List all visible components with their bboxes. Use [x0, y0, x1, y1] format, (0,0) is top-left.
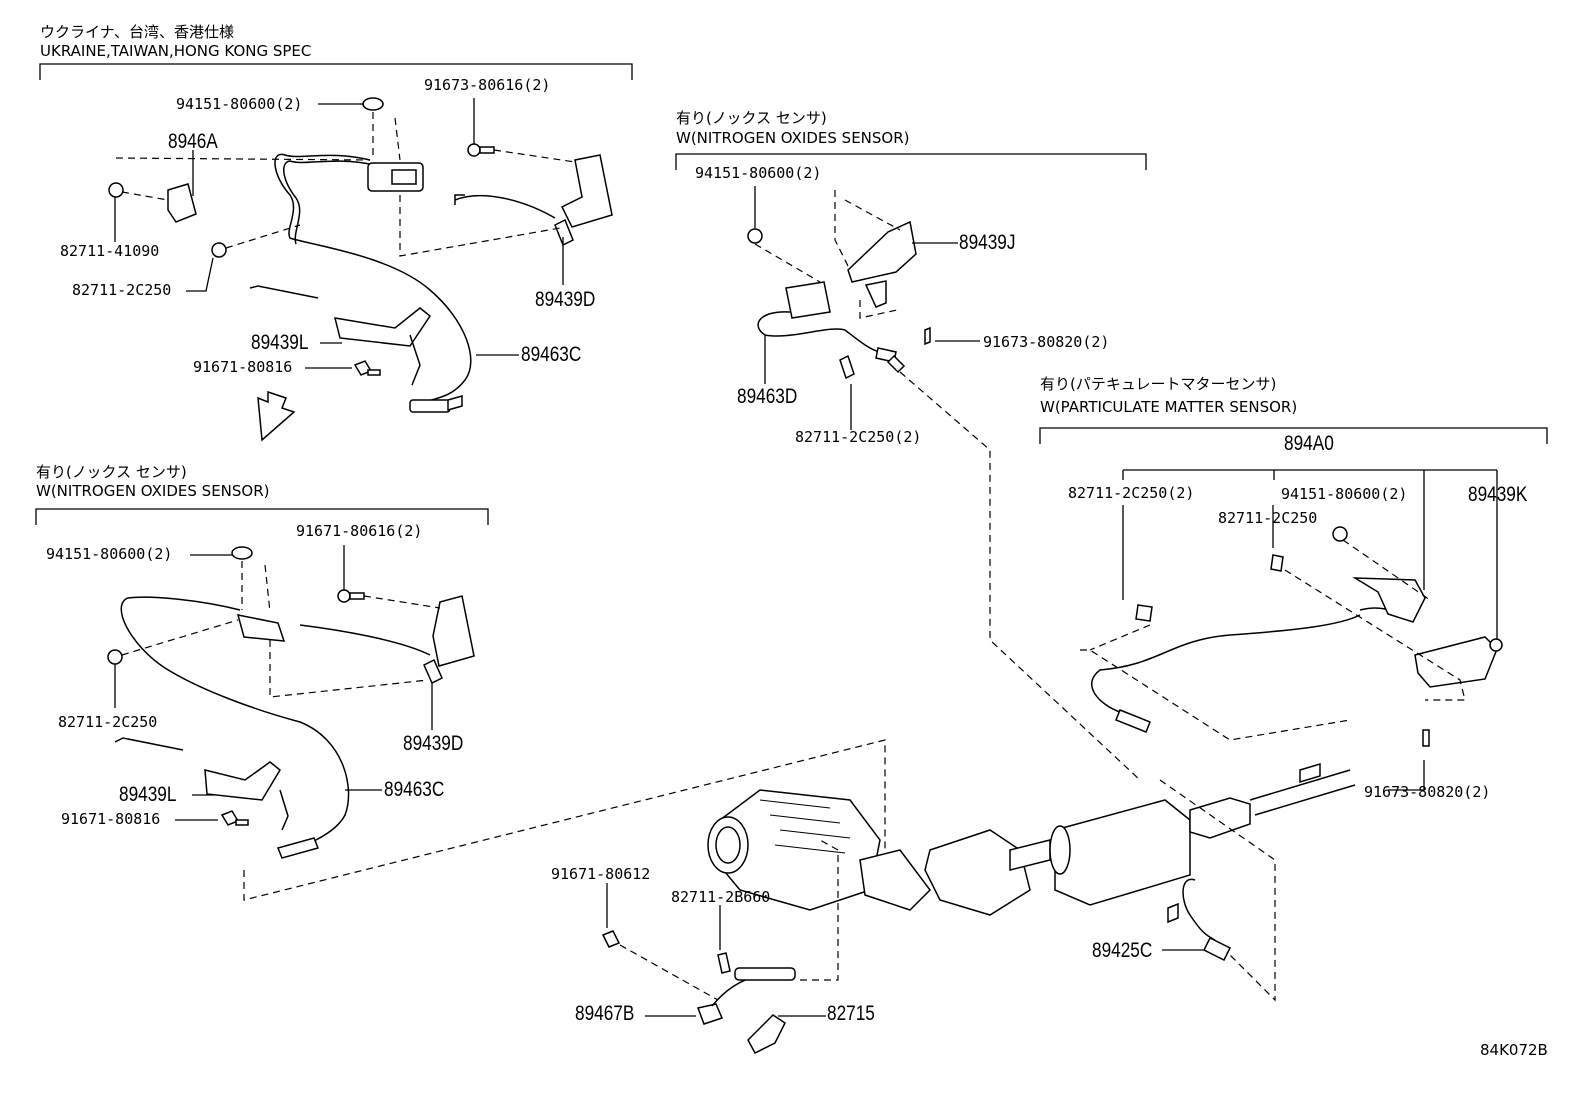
part-label[interactable]: 82711-2C250(2) — [1068, 484, 1195, 502]
part-label[interactable]: 89439L — [119, 783, 177, 806]
part-label[interactable]: 89467B — [575, 1002, 635, 1025]
part-label[interactable]: 94151-80600(2) — [695, 164, 822, 182]
section-brackets — [35, 63, 1548, 525]
group-top-middle — [747, 186, 1141, 781]
exhaust-assembly — [601, 762, 1356, 1054]
part-label[interactable]: 89425C — [1092, 939, 1153, 962]
nox-mid-section-title-jp: 有り(ノックス センサ) — [676, 109, 827, 127]
part-label[interactable]: 94151-80600(2) — [1281, 485, 1408, 503]
ukraine-section-title-jp: ウクライナ、台湾、香港仕様 — [40, 23, 234, 41]
part-label[interactable]: 82711-2C250 — [1218, 509, 1318, 527]
part-label[interactable]: 91673-80820(2) — [983, 333, 1110, 351]
pm-section-title-en: W(PARTICULATE MATTER SENSOR) — [1040, 398, 1298, 416]
nox-left-section-title-jp: 有り(ノックス センサ) — [36, 463, 187, 481]
part-label[interactable]: 94151-80600(2) — [46, 545, 173, 563]
diagram-code: 84K072B — [1480, 1041, 1548, 1059]
ukraine-section-title-en: UKRAINE,TAIWAN,HONG KONG SPEC — [40, 42, 312, 60]
part-label[interactable]: 82711-2B660 — [671, 888, 771, 906]
part-label[interactable]: 82711-41090 — [60, 242, 160, 260]
part-label[interactable]: 89439L — [251, 331, 309, 354]
part-label[interactable]: 91671-80816 — [193, 358, 293, 376]
part-label[interactable]: 91671-80612 — [551, 865, 651, 883]
part-label[interactable]: 89439J — [959, 231, 1016, 254]
part-label[interactable]: 89439D — [535, 288, 596, 311]
nox-mid-section-title-en: W(NITROGEN OXIDES SENSOR) — [676, 129, 910, 147]
part-label[interactable]: 91673-80820(2) — [1364, 783, 1491, 801]
part-label[interactable]: 89463D — [737, 385, 798, 408]
part-label[interactable]: 894A0 — [1284, 432, 1334, 455]
part-label[interactable]: 82711-2C250 — [58, 713, 158, 731]
part-label[interactable]: 91671-80616(2) — [296, 522, 423, 540]
part-label[interactable]: 89439D — [403, 732, 464, 755]
part-label[interactable]: 89439K — [1468, 483, 1528, 506]
part-label[interactable]: 8946A — [168, 130, 218, 153]
part-label[interactable]: 94151-80600(2) — [176, 95, 303, 113]
part-label[interactable]: 91671-80816 — [61, 810, 161, 828]
pm-section-title-jp: 有り(パテキュレートマターセンサ) — [1040, 375, 1277, 393]
part-label[interactable]: 89463C — [521, 343, 582, 366]
group-top-left — [108, 97, 613, 442]
part-label[interactable]: 82715 — [827, 1002, 875, 1025]
part-label[interactable]: 82711-2C250(2) — [795, 428, 922, 446]
nox-left-section-title-en: W(NITROGEN OXIDES SENSOR) — [36, 482, 270, 500]
part-label[interactable]: 89463C — [384, 778, 445, 801]
part-label[interactable]: 91673-80616(2) — [424, 76, 551, 94]
part-label[interactable]: 82711-2C250 — [72, 281, 172, 299]
group-left-middle — [107, 545, 886, 901]
group-right — [1080, 469, 1503, 791]
